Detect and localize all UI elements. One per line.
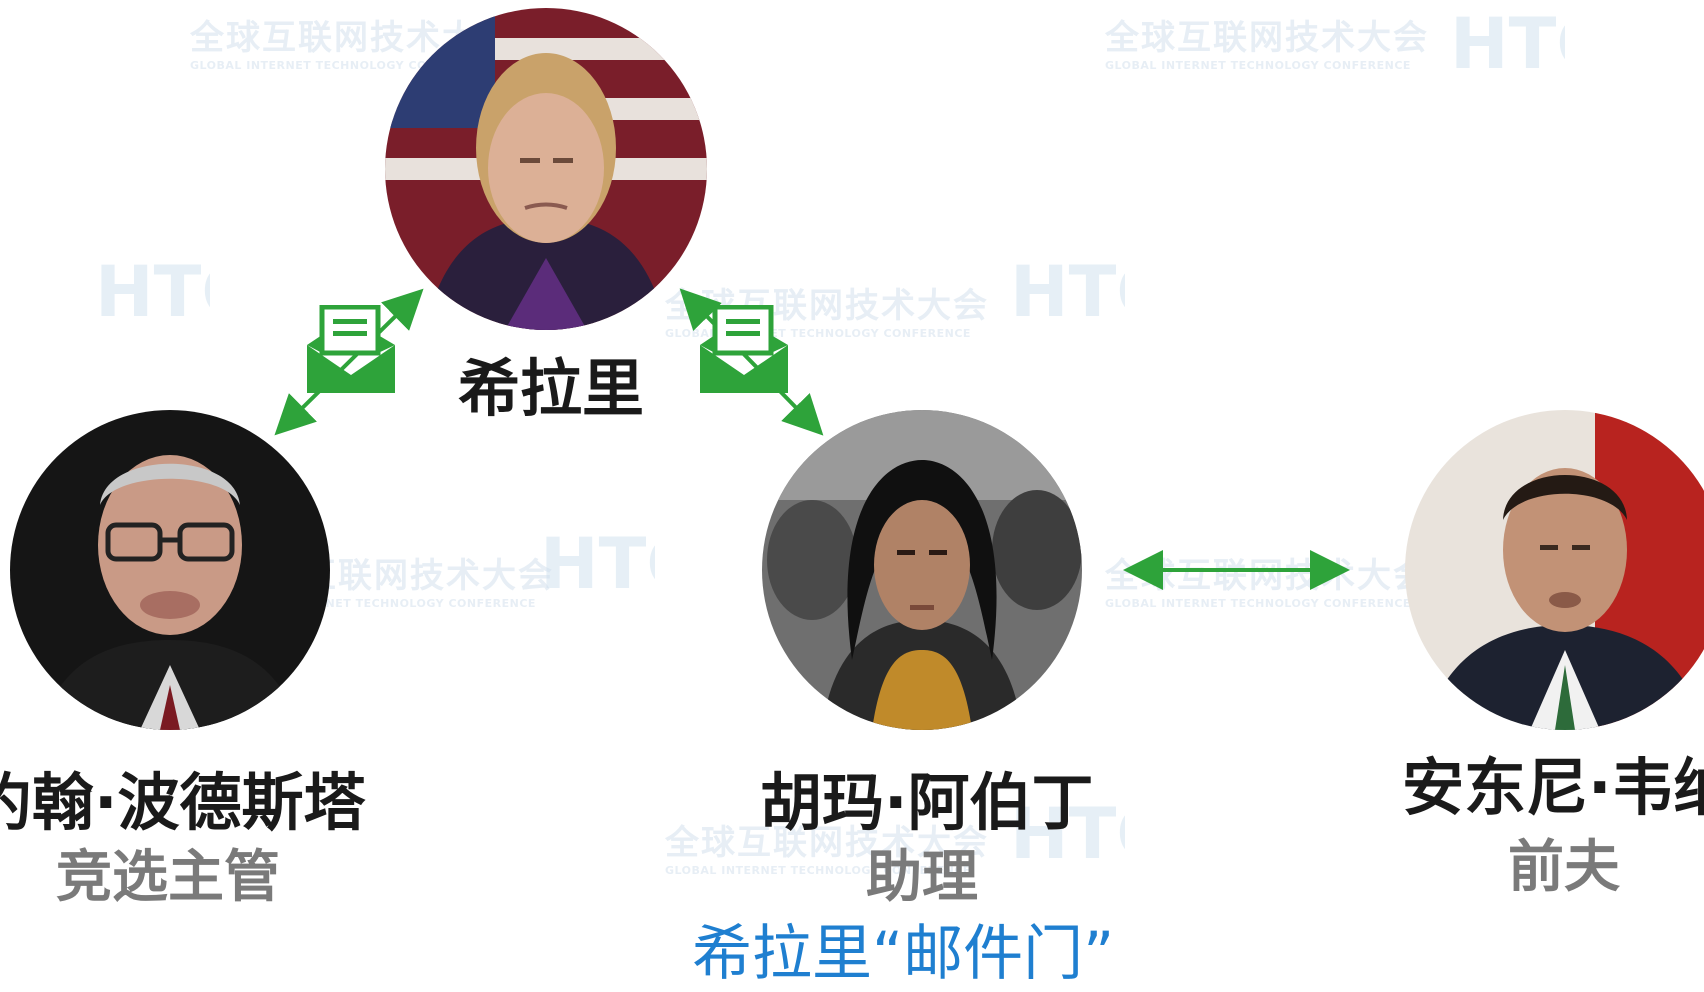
- svg-text:HTC: HTC: [540, 523, 655, 600]
- node-name-center: 胡玛·阿伯丁: [760, 766, 1094, 839]
- mail-envelope-icon: [307, 305, 395, 393]
- watermark-logo-icon: HTC: [95, 251, 210, 328]
- node-name-left: 约翰·波德斯塔: [0, 766, 366, 839]
- svg-text:HTC: HTC: [1450, 3, 1565, 80]
- watermark-logo-icon: HTC: [1450, 3, 1565, 80]
- diagram-caption: 希拉里“邮件门”: [692, 919, 1115, 989]
- person-portrait-icon: [385, 8, 707, 330]
- node-role-left: 竞选主管: [56, 845, 280, 910]
- watermark-logo-icon: HTC: [1010, 251, 1125, 328]
- person-portrait-icon: [762, 410, 1082, 730]
- portrait-center: [762, 410, 1082, 730]
- person-portrait-icon: [10, 410, 330, 730]
- portrait-left: [10, 410, 330, 730]
- portrait-right: [1405, 410, 1704, 730]
- arrow-top-left: [274, 288, 424, 436]
- node-role-right: 前夫: [1508, 835, 1620, 900]
- portrait-top: [385, 8, 707, 330]
- svg-text:HTC: HTC: [95, 251, 210, 328]
- node-name-right: 安东尼·韦纳: [1402, 751, 1704, 824]
- person-portrait-icon: [1405, 410, 1704, 730]
- svg-text:HTC: HTC: [1010, 793, 1125, 870]
- node-role-center: 助理: [866, 845, 978, 910]
- svg-text:HTC: HTC: [1010, 251, 1125, 328]
- watermark-logo-icon: HTC: [540, 523, 655, 600]
- node-name-top: 希拉里: [458, 352, 645, 425]
- mail-envelope-icon: [700, 305, 788, 393]
- arrow-top-center: [679, 288, 824, 436]
- watermark-logo-icon: HTC: [1010, 793, 1125, 870]
